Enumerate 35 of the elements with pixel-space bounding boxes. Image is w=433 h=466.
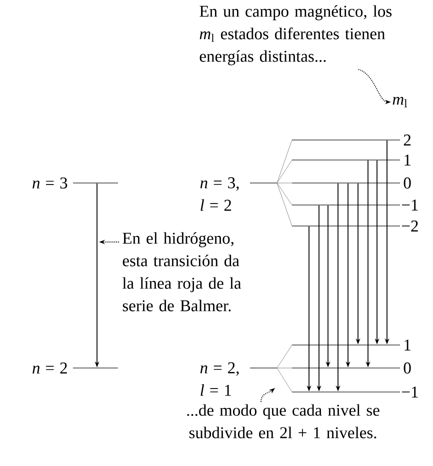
splitting-line <box>276 344 292 368</box>
level-label: n = 2, l = 1 <box>200 362 239 396</box>
splitting-line <box>276 182 292 206</box>
annotation-text: En un campo magnético, los m$_{l}$ estados diferentes tienen energías distintas... <box>200 5 392 66</box>
splitting-line <box>276 160 292 184</box>
energy-level-line <box>292 391 400 393</box>
splitting-line <box>276 182 292 226</box>
level-label: n = 3 <box>32 177 68 189</box>
level-label: 1 <box>404 154 410 166</box>
level-label: −1 <box>402 386 418 398</box>
column-heading: m$_{l}$ <box>392 96 408 108</box>
energy-level-line <box>292 159 400 161</box>
annotation-text: En el hidrógeno, esta transición da la línea roja de la serie de Balmer. <box>122 232 242 312</box>
energy-level-line <box>250 182 277 184</box>
energy-level-line <box>250 367 277 369</box>
energy-level-line <box>292 204 400 206</box>
energy-level-line <box>73 182 118 184</box>
splitting-line <box>276 182 292 184</box>
energy-level-line <box>292 139 400 141</box>
energy-level-line <box>292 225 400 227</box>
annotation-text: ...de modo que cada nivel se subdivide en 2l + 1 niveles. <box>187 404 380 438</box>
energy-level-line <box>292 344 400 346</box>
energy-level-line <box>73 367 118 369</box>
level-label: 0 <box>404 177 411 189</box>
level-label: 1 <box>404 340 410 350</box>
energy-level-line <box>292 182 400 184</box>
level-label: n = 3, l = 2 <box>200 177 239 211</box>
splitting-line <box>276 140 292 184</box>
level-label: −2 <box>402 220 418 232</box>
level-label: −1 <box>402 200 418 210</box>
level-label: 0 <box>404 362 411 374</box>
level-label: n = 2 <box>32 362 67 374</box>
splitting-line <box>276 368 292 392</box>
energy-level-line <box>292 367 400 369</box>
level-label: 2 <box>404 134 411 146</box>
